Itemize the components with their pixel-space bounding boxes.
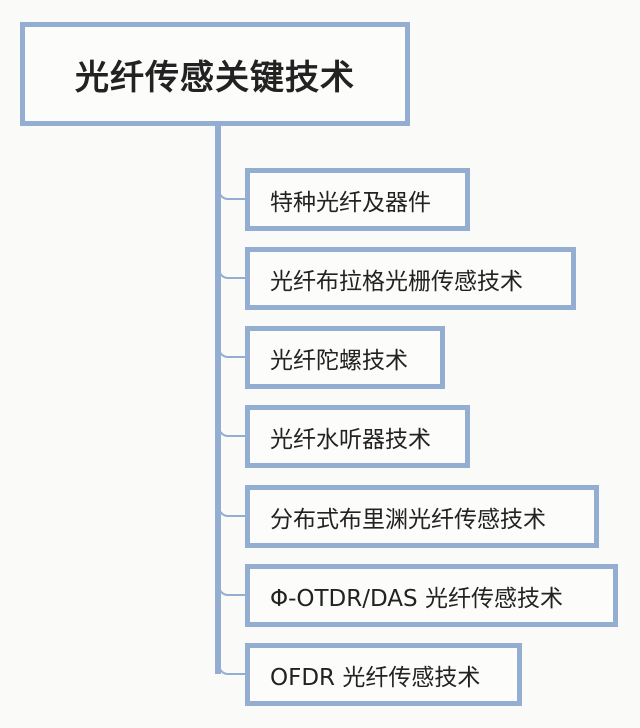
- child-label: 特种光纤及器件: [270, 189, 431, 216]
- child-label: 光纤陀螺技术: [270, 347, 408, 374]
- child-node-gyro: 光纤陀螺技术: [245, 326, 445, 389]
- branch-connector: [218, 582, 245, 596]
- root-label: 光纤传感关键技术: [75, 57, 355, 98]
- child-label: Φ-OTDR/DAS 光纤传感技术: [270, 585, 563, 612]
- branch-connector: [218, 265, 245, 279]
- child-label: 分布式布里渊光纤传感技术: [270, 506, 546, 533]
- branch-connector: [218, 503, 245, 517]
- child-node-brillouin: 分布式布里渊光纤传感技术: [245, 485, 599, 548]
- child-node-ofdr: OFDR 光纤传感技术: [245, 643, 522, 706]
- child-label: OFDR 光纤传感技术: [270, 664, 481, 691]
- trunk-connector: [215, 126, 221, 674]
- child-node-hydrophone: 光纤水听器技术: [245, 405, 470, 468]
- child-node-fbg: 光纤布拉格光栅传感技术: [245, 247, 576, 310]
- child-node-special-fiber: 特种光纤及器件: [245, 168, 470, 231]
- child-node-phi-otdr: Φ-OTDR/DAS 光纤传感技术: [245, 564, 618, 627]
- child-label: 光纤水听器技术: [270, 426, 431, 453]
- branch-connector: [218, 661, 245, 675]
- branch-connector: [218, 423, 245, 437]
- branch-connector: [218, 344, 245, 358]
- branch-connector: [218, 186, 245, 200]
- child-label: 光纤布拉格光栅传感技术: [270, 268, 523, 295]
- root-node: 光纤传感关键技术: [20, 22, 410, 126]
